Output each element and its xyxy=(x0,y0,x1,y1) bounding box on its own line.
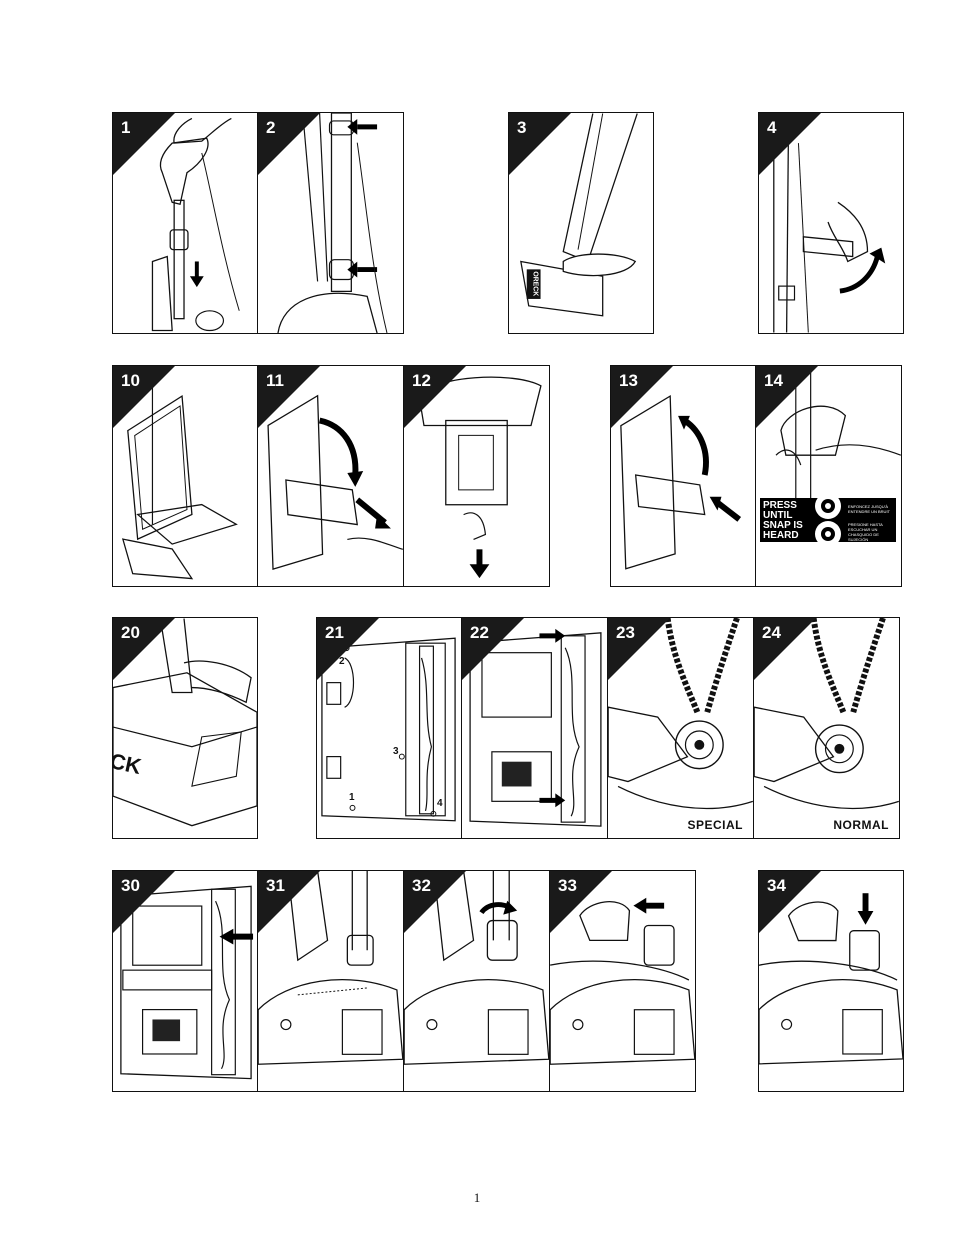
step-number: 2 xyxy=(266,118,276,137)
step-number: 21 xyxy=(325,623,344,642)
step-badge: 2 xyxy=(258,113,320,175)
illustration-foot-pedal: ORECK xyxy=(520,113,638,317)
illustration-reinsert-brushroll xyxy=(120,885,254,1080)
label-text-spanish: PRESIONE HASTA ESCUCHAR UN CHASQUIDO DE … xyxy=(848,522,883,542)
panel-24: NORMAL 24 xyxy=(754,617,900,839)
illustration-press-bag xyxy=(775,366,901,500)
step-number: 20 xyxy=(121,623,140,642)
callout-number: 1 xyxy=(349,792,355,803)
page-number: 1 xyxy=(473,1190,481,1205)
panel-31: 31 xyxy=(258,870,404,1092)
step-number: 12 xyxy=(412,371,431,390)
illustration-insert-plate xyxy=(620,394,742,570)
illustration-handle-tube xyxy=(277,113,388,333)
press-until-snap-label: PRESS UNTIL SNAP IS HEARD ENFONCEZ JUSQU… xyxy=(760,493,896,547)
step-badge: 21 xyxy=(317,618,379,680)
panel-4: 4 xyxy=(758,112,904,334)
panel-12: 12 xyxy=(404,365,550,587)
panel-3: ORECK 3 xyxy=(508,112,654,334)
panel-30: 30 xyxy=(112,870,258,1092)
step-badge: 4 xyxy=(759,113,821,175)
snap-buttons-icon xyxy=(815,493,841,547)
setting-caption: SPECIAL xyxy=(687,818,743,832)
step-number: 13 xyxy=(619,371,638,390)
step-badge: 23 xyxy=(608,618,670,680)
illustration-hand-on-base: CK xyxy=(113,618,257,827)
illustration-open-cover xyxy=(121,366,238,580)
step-number: 11 xyxy=(266,371,284,390)
label-text-french: ENFONCEZ JUSQU'À ENTENDRE UN BRUIT xyxy=(848,504,891,514)
callout-number: 4 xyxy=(437,798,443,809)
step-badge: 11 xyxy=(258,366,320,428)
panel-34: 34 xyxy=(758,870,904,1092)
row-1c: 4 xyxy=(758,112,904,334)
panel-1: 1 xyxy=(112,112,258,334)
illustration-lower-handle xyxy=(151,117,240,332)
row-4b: 34 xyxy=(758,870,904,1092)
step-badge: 10 xyxy=(113,366,175,428)
step-badge: 20 xyxy=(113,618,175,680)
step-badge: 1 xyxy=(113,113,175,175)
step-badge: 31 xyxy=(258,871,320,933)
step-badge: 14 xyxy=(756,366,818,428)
step-badge: 12 xyxy=(404,366,466,428)
step-badge: 30 xyxy=(113,871,175,933)
step-badge: 33 xyxy=(550,871,612,933)
callout-number: 3 xyxy=(393,746,399,757)
step-badge: 32 xyxy=(404,871,466,933)
step-number: 34 xyxy=(767,876,786,895)
panel-13: 13 xyxy=(610,365,756,587)
step-number: 10 xyxy=(121,371,140,390)
panel-11: 11 xyxy=(258,365,404,587)
step-number: 14 xyxy=(764,371,783,390)
setting-caption: NORMAL xyxy=(833,818,889,832)
row-4: 30 31 32 xyxy=(112,870,696,1092)
panel-10: 10 xyxy=(112,365,258,587)
row-3b: 2 3 1 4 21 22 xyxy=(316,617,900,839)
row-1: 1 2 xyxy=(112,112,404,334)
panel-23: SPECIAL 23 xyxy=(608,617,754,839)
illustration-attach-handle xyxy=(258,871,403,1065)
panel-22: 22 xyxy=(462,617,608,839)
step-number: 1 xyxy=(121,118,131,137)
label-text-english: PRESS UNTIL SNAP IS HEARD xyxy=(763,500,803,541)
step-number: 31 xyxy=(266,876,285,895)
row-2: 10 11 12 xyxy=(112,365,550,587)
brand-logo-text: ORECK xyxy=(532,271,539,296)
illustration-brushroll-slide xyxy=(469,628,602,827)
brand-logo-text: CK xyxy=(113,748,144,779)
step-badge: 3 xyxy=(509,113,571,175)
illustration-remove-plate xyxy=(267,394,403,571)
illustration-insert-cord xyxy=(550,897,695,1065)
panel-14: PRESS UNTIL SNAP IS HEARD ENFONCEZ JUSQU… xyxy=(756,365,902,587)
illustration-underside-numbered xyxy=(321,637,456,822)
step-number: 24 xyxy=(762,623,781,642)
panel-33: 33 xyxy=(550,870,696,1092)
step-number: 4 xyxy=(767,118,777,137)
callout-number: 2 xyxy=(339,656,345,667)
illustration-setting-normal xyxy=(754,618,899,810)
panel-2: 2 xyxy=(258,112,404,334)
row-3: CK 20 xyxy=(112,617,258,839)
step-number: 32 xyxy=(412,876,431,895)
row-1b: ORECK 3 xyxy=(508,112,654,334)
step-badge: 34 xyxy=(759,871,821,933)
step-badge: 24 xyxy=(754,618,816,680)
step-number: 23 xyxy=(616,623,635,642)
panel-32: 32 xyxy=(404,870,550,1092)
step-badge: 22 xyxy=(462,618,524,680)
step-badge: 13 xyxy=(611,366,673,428)
step-number: 33 xyxy=(558,876,577,895)
illustration-press-cord xyxy=(759,893,903,1065)
step-number: 3 xyxy=(517,118,527,137)
step-number: 30 xyxy=(121,876,140,895)
panel-20: CK 20 xyxy=(112,617,258,839)
illustration-setting-special xyxy=(608,618,753,810)
row-2b: 13 PRESS UNTIL SNAP IS HEARD ENFONCEZ JU… xyxy=(610,365,902,587)
panel-21: 2 3 1 4 21 xyxy=(316,617,462,839)
step-number: 22 xyxy=(470,623,489,642)
illustration-twist-handle xyxy=(404,871,549,1065)
